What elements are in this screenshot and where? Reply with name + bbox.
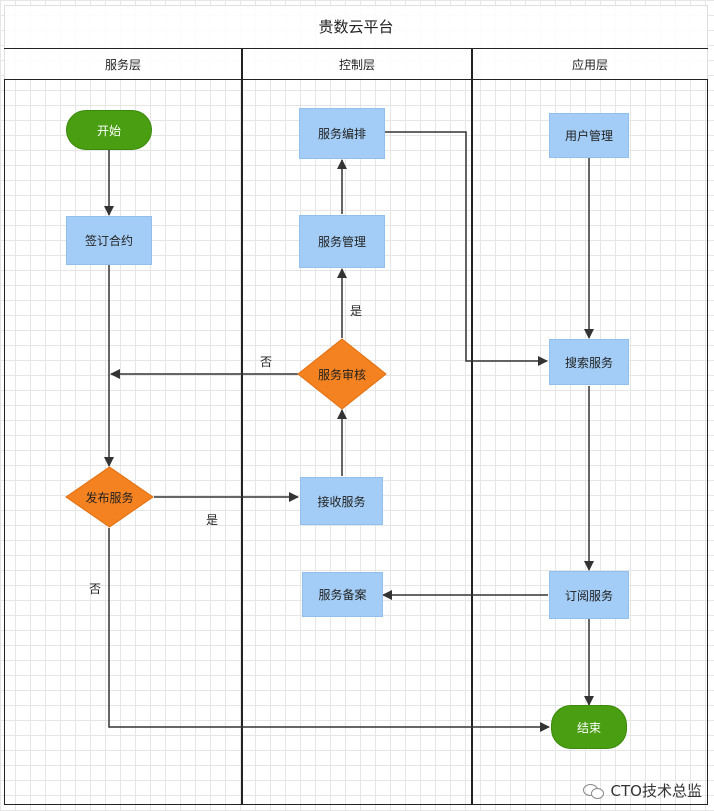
sign-contract-node: 签订合约 (66, 216, 152, 265)
publish-yes-label: 是 (206, 513, 219, 527)
publish-service-decision: 发布服务 (65, 466, 154, 528)
user-management-node: 用户管理 (549, 113, 629, 158)
review-yes-label: 是 (350, 304, 363, 318)
publish-service-label: 发布服务 (85, 490, 134, 505)
edge-publish-no (108, 528, 550, 732)
edge-orchestrate-to-search (385, 131, 548, 366)
chat-bubble-icon (582, 782, 605, 800)
lane-header-application: 应用层 (472, 49, 708, 80)
subscribe-service-node: 订阅服务 (549, 571, 629, 619)
lane-header-service: 服务层 (4, 49, 242, 80)
lane-divider-2 (471, 49, 473, 805)
receive-service-node: 接收服务 (300, 477, 383, 525)
search-service-node: 搜索服务 (549, 339, 629, 385)
end-node: 结束 (551, 705, 627, 749)
service-management-node: 服务管理 (299, 215, 385, 268)
start-node: 开始 (66, 110, 152, 150)
service-review-label: 服务审核 (317, 367, 366, 382)
service-review-decision: 服务审核 (297, 338, 387, 410)
watermark-text: CTO技术总监 (610, 782, 702, 800)
lane-divider-1 (241, 49, 243, 805)
watermark: CTO技术总监 (582, 780, 702, 801)
lane-header-control: 控制层 (242, 49, 472, 80)
service-filing-node: 服务备案 (302, 572, 383, 617)
publish-no-label: 否 (89, 582, 102, 596)
service-orchestration-node: 服务编排 (299, 108, 385, 159)
diagram-title: 贵数云平台 (4, 5, 708, 49)
review-no-label: 否 (260, 355, 273, 369)
